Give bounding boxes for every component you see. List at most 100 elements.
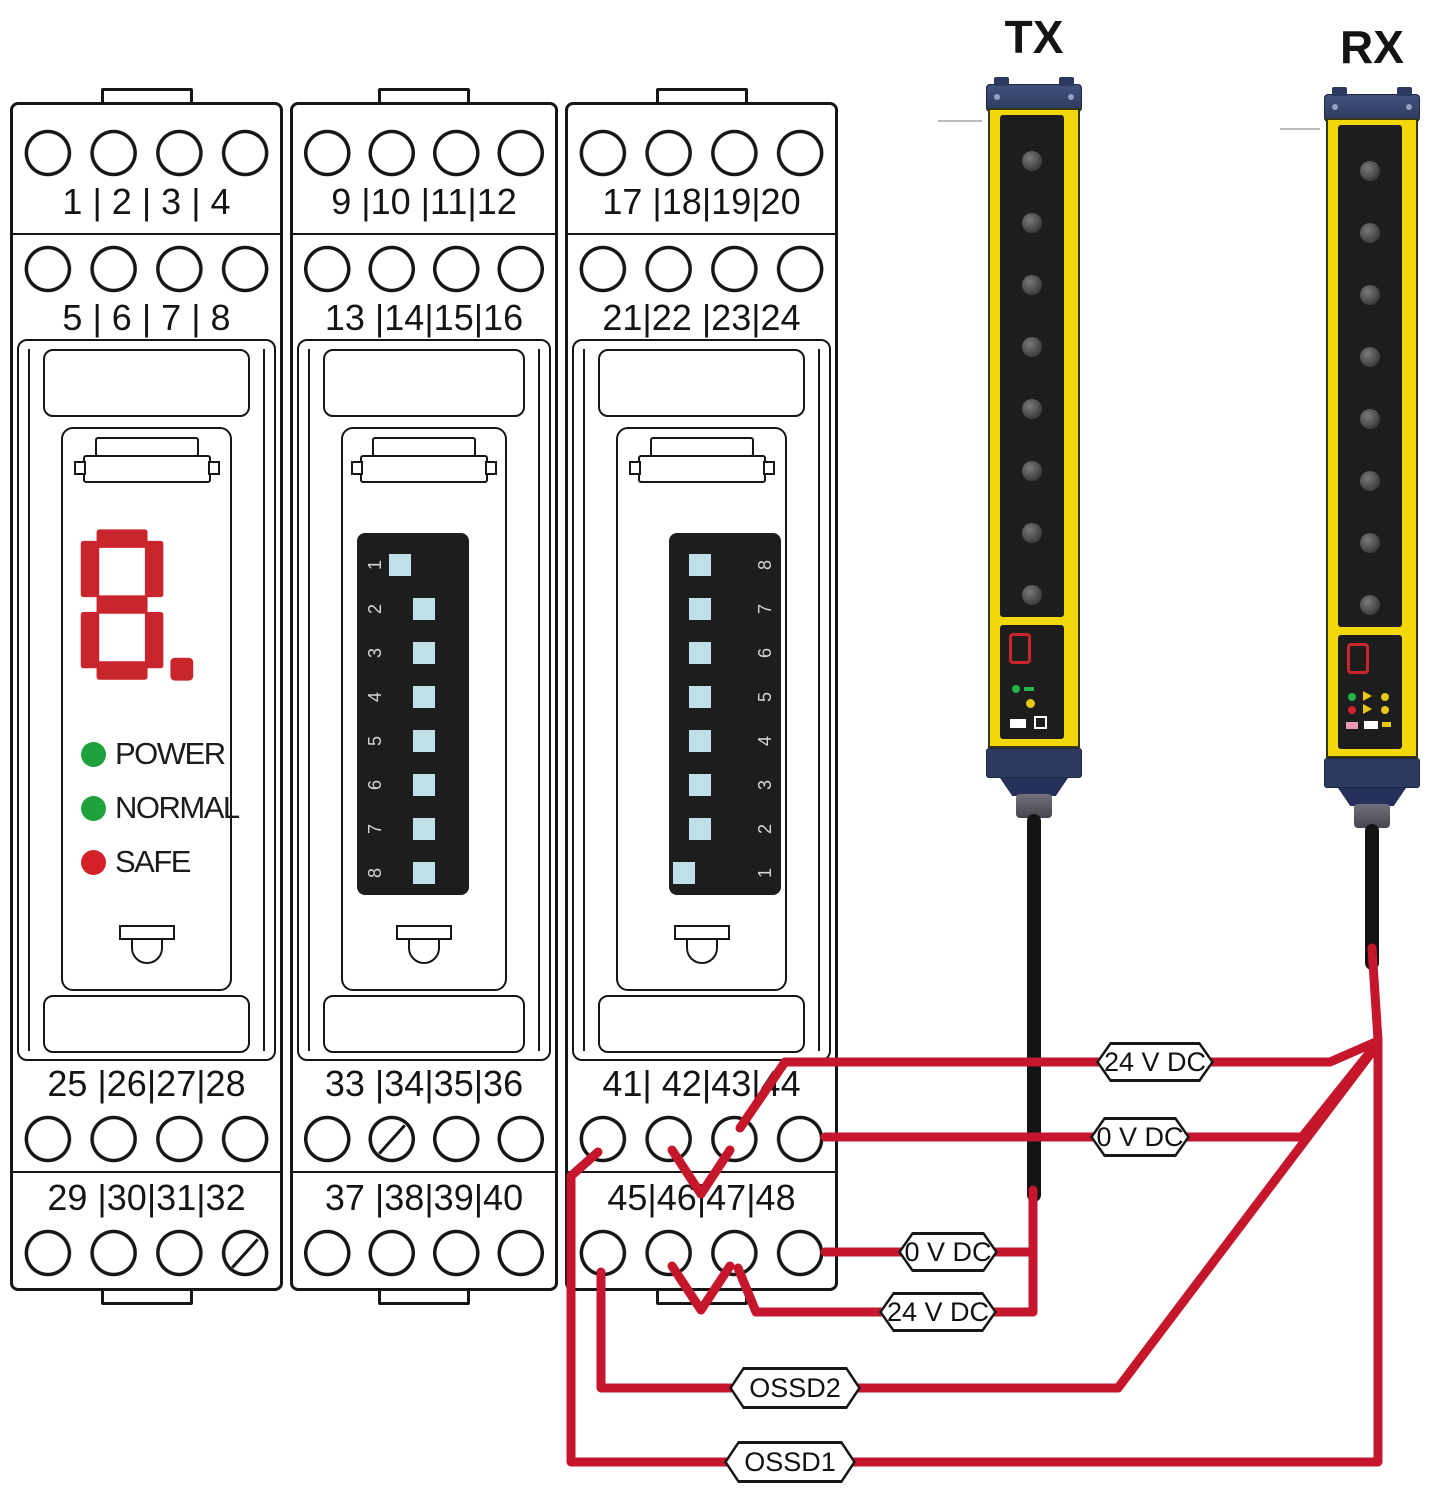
dip-number: 3 [365, 648, 385, 659]
module-front-panel: 8 7 6 5 4 3 2 1 [572, 339, 831, 1061]
dip-switch-row: 6 [669, 631, 781, 675]
beam-lens [1022, 275, 1042, 295]
terminal-circles-row [570, 1227, 833, 1279]
dip-number: 1 [755, 868, 775, 879]
divider [13, 1171, 280, 1173]
dip-switch[interactable] [413, 730, 435, 752]
terminal-row-label: 1 | 2 | 3 | 4 [62, 181, 231, 222]
latch-top [628, 437, 775, 485]
label-window-bottom [598, 995, 805, 1053]
dip-number: 7 [365, 824, 385, 835]
dip-switch[interactable] [413, 774, 435, 796]
dip-switch[interactable] [689, 818, 711, 840]
alignment-tick [938, 120, 982, 122]
yellow-led [1381, 706, 1389, 714]
beam-lens [1360, 409, 1380, 429]
yellow-arrow-icon [1363, 704, 1372, 714]
dip-switch[interactable] [689, 598, 711, 620]
beam-lens [1022, 151, 1042, 171]
seven-segment-display [80, 529, 194, 681]
side-rail [308, 349, 310, 1051]
side-rail [538, 349, 540, 1051]
screw-slot [231, 1237, 259, 1269]
safety-controller-module: 1 | 2 | 3 | 4 5 | 6 | 7 | 8 [10, 88, 283, 1305]
normal-led-label: NORMAL [115, 790, 240, 825]
dip-switch-row: 1 [357, 543, 469, 587]
status-panel [1000, 625, 1064, 739]
face-plate: 8 7 6 5 4 3 2 1 [616, 427, 787, 991]
dip-number: 6 [755, 648, 775, 659]
bar-icon [1364, 721, 1378, 729]
green-led [1012, 685, 1020, 693]
dip-switch[interactable] [413, 686, 435, 708]
beam-lens [1022, 337, 1042, 357]
terminal-row-label: 29 |30|31|32 [47, 1177, 246, 1218]
dip-switch-block: 8 7 6 5 4 3 2 1 [669, 533, 781, 895]
dip-number: 8 [755, 560, 775, 571]
dip-switch[interactable] [413, 862, 435, 884]
beam-lens [1022, 399, 1042, 419]
safe-led-row: SAFE [81, 844, 228, 879]
rx-label: RX [1340, 21, 1404, 73]
safe-led [81, 849, 106, 875]
latch-bottom [386, 925, 462, 969]
wire-label-0vdc-1: 0 V DC [1090, 1117, 1190, 1157]
beam-lens [1360, 471, 1380, 491]
terminal-circles-row [295, 243, 553, 295]
dip-number: 4 [755, 736, 775, 747]
dip-number: 7 [755, 604, 775, 615]
label-window-top [43, 349, 250, 417]
dip-number: 1 [365, 560, 385, 571]
screw-slot [377, 1123, 406, 1155]
terminal-row-label: 17 |18|19|20 [602, 181, 801, 222]
dip-switch[interactable] [689, 554, 711, 576]
side-rail [263, 349, 265, 1051]
terminal-row-label: 5 | 6 | 7 | 8 [62, 297, 231, 338]
latch-bottom [109, 925, 185, 969]
terminal-circles-row [570, 1113, 833, 1165]
red-led [1348, 706, 1356, 714]
dip-switch[interactable] [689, 774, 711, 796]
module-front-panel: 1 2 3 4 5 6 7 8 [297, 339, 551, 1061]
terminal-row-label: 21|22 |23|24 [602, 297, 801, 338]
wire-label-ossd2: OSSD2 [729, 1367, 861, 1409]
dip-switch-row: 4 [357, 675, 469, 719]
terminal-circles-row [295, 127, 553, 179]
dip-switch[interactable] [413, 818, 435, 840]
beam-lens [1360, 595, 1380, 615]
beam-lens [1360, 285, 1380, 305]
latch-bottom [664, 925, 740, 969]
dip-switch[interactable] [389, 554, 411, 576]
alignment-tick [1280, 128, 1320, 130]
dip-switch-row: 2 [357, 587, 469, 631]
normal-led-row: NORMAL [81, 790, 240, 825]
dip-number: 4 [365, 692, 385, 703]
dip-switch[interactable] [673, 862, 695, 884]
dip-switch[interactable] [689, 730, 711, 752]
dip-switch-row: 6 [357, 763, 469, 807]
status-panel [1338, 635, 1402, 749]
divider [293, 233, 555, 235]
dip-switch[interactable] [689, 642, 711, 664]
device-body [988, 108, 1080, 748]
green-bar-icon [1024, 687, 1034, 691]
terminal-circles-row [15, 1113, 278, 1165]
label-window-top [598, 349, 805, 417]
mini-seven-segment [1347, 643, 1369, 674]
dip-switch[interactable] [413, 642, 435, 664]
side-rail [583, 349, 585, 1051]
terminal-row-label: 13 |14|15|16 [324, 297, 524, 338]
dip-switch-row: 3 [669, 763, 781, 807]
yellow-bar-icon [1382, 722, 1391, 727]
divider [568, 233, 835, 235]
dip-switch-row: 8 [669, 543, 781, 587]
extension-module-1: 9 |10 |11|12 13 |14|15|16 1 2 3 4 5 6 7 [290, 88, 558, 1305]
power-led-row: POWER [81, 736, 228, 771]
divider [293, 1171, 555, 1173]
dip-number: 6 [365, 780, 385, 791]
cap-neck [1338, 788, 1406, 806]
dip-number: 5 [365, 736, 385, 747]
dip-switch[interactable] [689, 686, 711, 708]
normal-led [81, 795, 106, 821]
dip-switch[interactable] [413, 598, 435, 620]
